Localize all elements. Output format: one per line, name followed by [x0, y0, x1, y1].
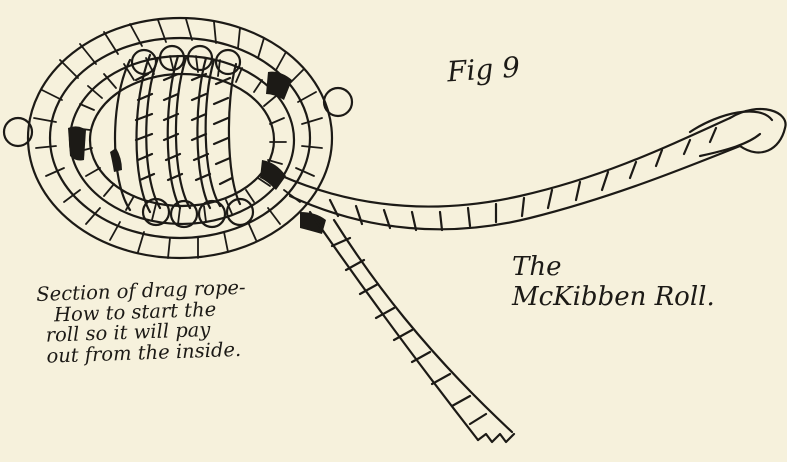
- title-line: The: [512, 254, 715, 280]
- rope-hanging-end: [310, 212, 514, 442]
- rope-tail-loop: [282, 109, 786, 230]
- title-line: McKibben Roll.: [512, 284, 715, 310]
- figure-number: Fig 9: [446, 53, 521, 86]
- figure-title: The McKibben Roll.: [512, 254, 715, 314]
- figure-caption: Section of drag rope- How to start the r…: [36, 278, 248, 367]
